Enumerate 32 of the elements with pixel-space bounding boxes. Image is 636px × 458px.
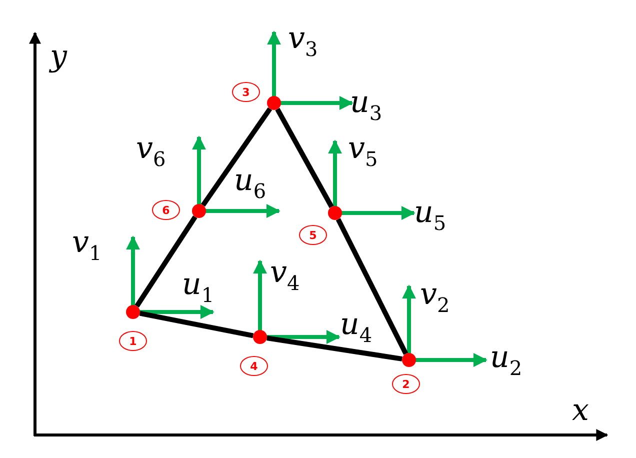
node-number: 3 — [232, 82, 260, 102]
node-number: 6 — [152, 200, 180, 220]
displacement-label: u$_{2}$ — [490, 343, 522, 378]
node-point — [328, 206, 342, 220]
node-point — [126, 305, 140, 319]
displacement-label: u$_{3}$ — [350, 88, 382, 123]
node-number: 5 — [299, 225, 327, 245]
displacement-label: u$_{6}$ — [234, 166, 266, 201]
displacement-label: u$_{5}$ — [414, 198, 446, 233]
displacement-label: v$_{3}$ — [288, 24, 318, 59]
triangle-edge — [139, 310, 254, 338]
node-number: 2 — [392, 374, 420, 394]
node-point — [402, 353, 416, 367]
node-point — [267, 96, 281, 110]
displacement-label: u$_{1}$ — [182, 270, 214, 305]
displacement-label: v$_{5}$ — [348, 134, 378, 169]
node-number: 1 — [119, 331, 147, 351]
node-number: 4 — [240, 356, 268, 376]
triangle-edge — [336, 218, 408, 355]
axis-label: y — [50, 42, 67, 72]
triangle-edge — [275, 108, 334, 208]
triangle-edge — [266, 336, 402, 362]
displacement-label: v$_{2}$ — [420, 280, 450, 315]
displacement-label: v$_{6}$ — [136, 134, 166, 169]
displacement-label: u$_{4}$ — [340, 310, 372, 345]
displacement-label: v$_{4}$ — [270, 258, 300, 293]
axis-label: x — [572, 396, 589, 426]
triangle-edge — [200, 107, 272, 207]
triangle-edge — [134, 216, 198, 308]
displacement-label: v$_{1}$ — [72, 228, 102, 263]
node-point — [253, 330, 267, 344]
node-point — [192, 204, 206, 218]
